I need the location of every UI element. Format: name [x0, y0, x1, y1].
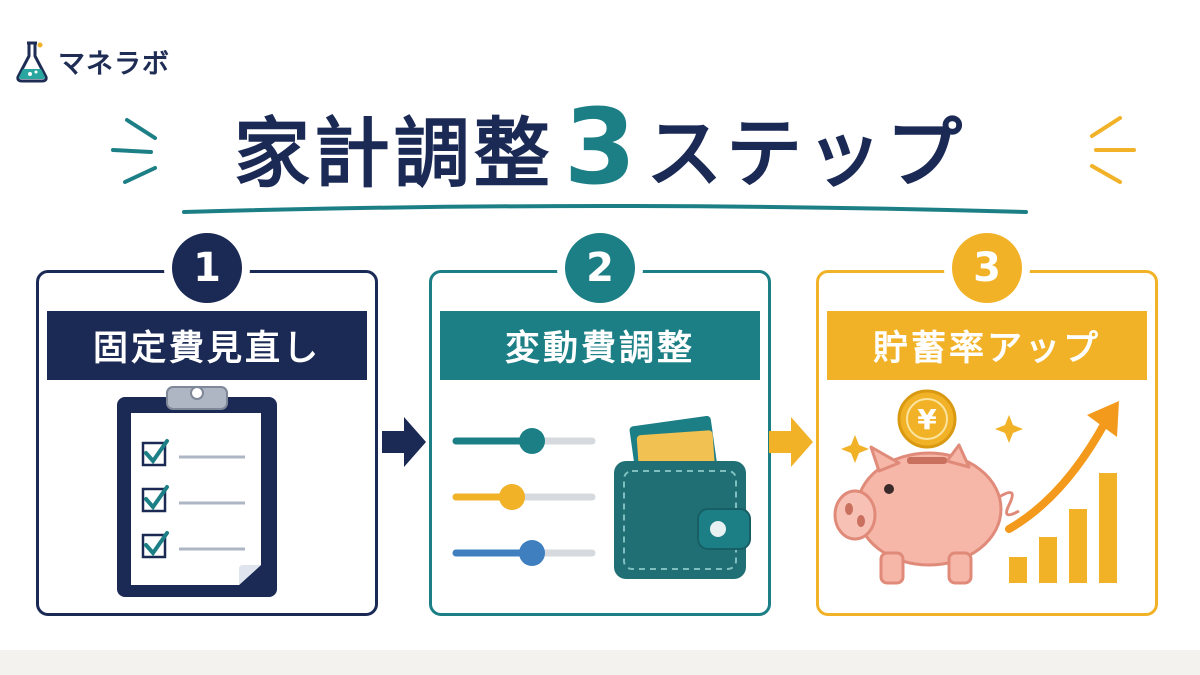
footer-band — [0, 650, 1200, 675]
spark-lines-right-icon — [1090, 116, 1136, 184]
brand-name: マネラボ — [58, 48, 170, 80]
step-number-badge: 3 — [952, 233, 1022, 303]
headline-text-suffix: ステップ — [646, 109, 967, 198]
headline-underline — [182, 204, 1028, 214]
headline-number: 3 — [563, 86, 637, 208]
arrow-right-icon — [769, 417, 813, 467]
brand-logo: マネラボ — [14, 36, 170, 86]
arrow-right-icon — [382, 417, 426, 467]
wallet-sliders-icon — [452, 415, 751, 579]
headline: 家計調整 3 ステップ — [0, 86, 1200, 208]
infographic-page: マネラボ 家計調整 3 ステップ 1 固定費見直し — [0, 36, 1200, 616]
step-title: 固定費見直し — [47, 311, 367, 380]
headline-text: 家計調整 — [233, 109, 554, 198]
flask-icon — [16, 41, 48, 83]
clipboard-checklist-icon — [117, 386, 277, 597]
step-title: 変動費調整 — [440, 311, 760, 380]
step-card-2: 2 変動費調整 — [429, 233, 771, 616]
step-number-badge: 2 — [565, 233, 635, 303]
coin-yen-symbol: ¥ — [917, 403, 937, 436]
step-card-1: 1 固定費見直し — [36, 233, 378, 616]
step-card-3: 3 貯蓄率アップ ¥ — [816, 233, 1158, 616]
spark-lines-left-icon — [111, 118, 157, 184]
piggy-bank-growth-icon: ¥ — [833, 389, 1119, 585]
step-number-badge: 1 — [172, 233, 242, 303]
step-title: 貯蓄率アップ — [827, 311, 1147, 380]
